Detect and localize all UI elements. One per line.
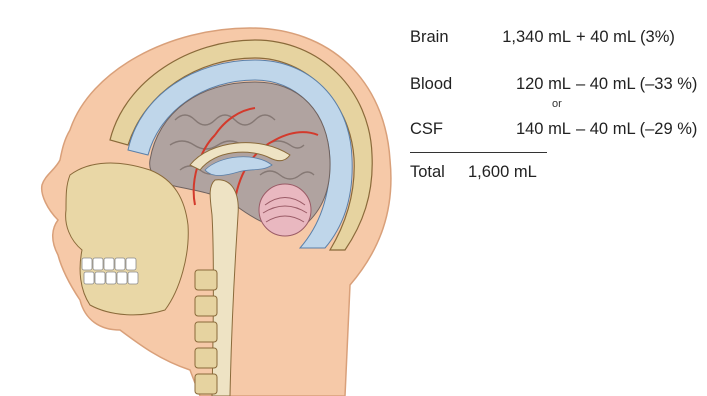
row-blood: Blood 120 mL – 40 mL (–33 %)	[410, 75, 705, 97]
row-label: Brain	[410, 28, 449, 47]
or-note: or	[552, 98, 562, 110]
row-change: – 40 mL (–29 %)	[576, 120, 697, 139]
row-volume: 140 mL	[516, 120, 571, 139]
head-sagittal-illustration	[0, 0, 400, 396]
facial-bones	[66, 163, 189, 315]
row-change: + 40 mL (3%)	[576, 28, 675, 47]
total-value: 1,600 mL	[468, 163, 537, 182]
cerebellum	[259, 184, 311, 236]
row-volume: 1,340 mL	[502, 28, 571, 47]
row-brain: Brain 1,340 mL + 40 mL (3%)	[410, 28, 705, 50]
total-divider	[410, 152, 547, 153]
row-label: Blood	[410, 75, 452, 94]
row-total: Total 1,600 mL	[410, 163, 705, 185]
row-volume: 120 mL	[516, 75, 571, 94]
total-label: Total	[410, 163, 445, 182]
row-label: CSF	[410, 120, 443, 139]
row-csf: CSF 140 mL – 40 mL (–29 %)	[410, 120, 705, 142]
cervical-vertebrae	[195, 270, 217, 394]
row-change: – 40 mL (–33 %)	[576, 75, 697, 94]
